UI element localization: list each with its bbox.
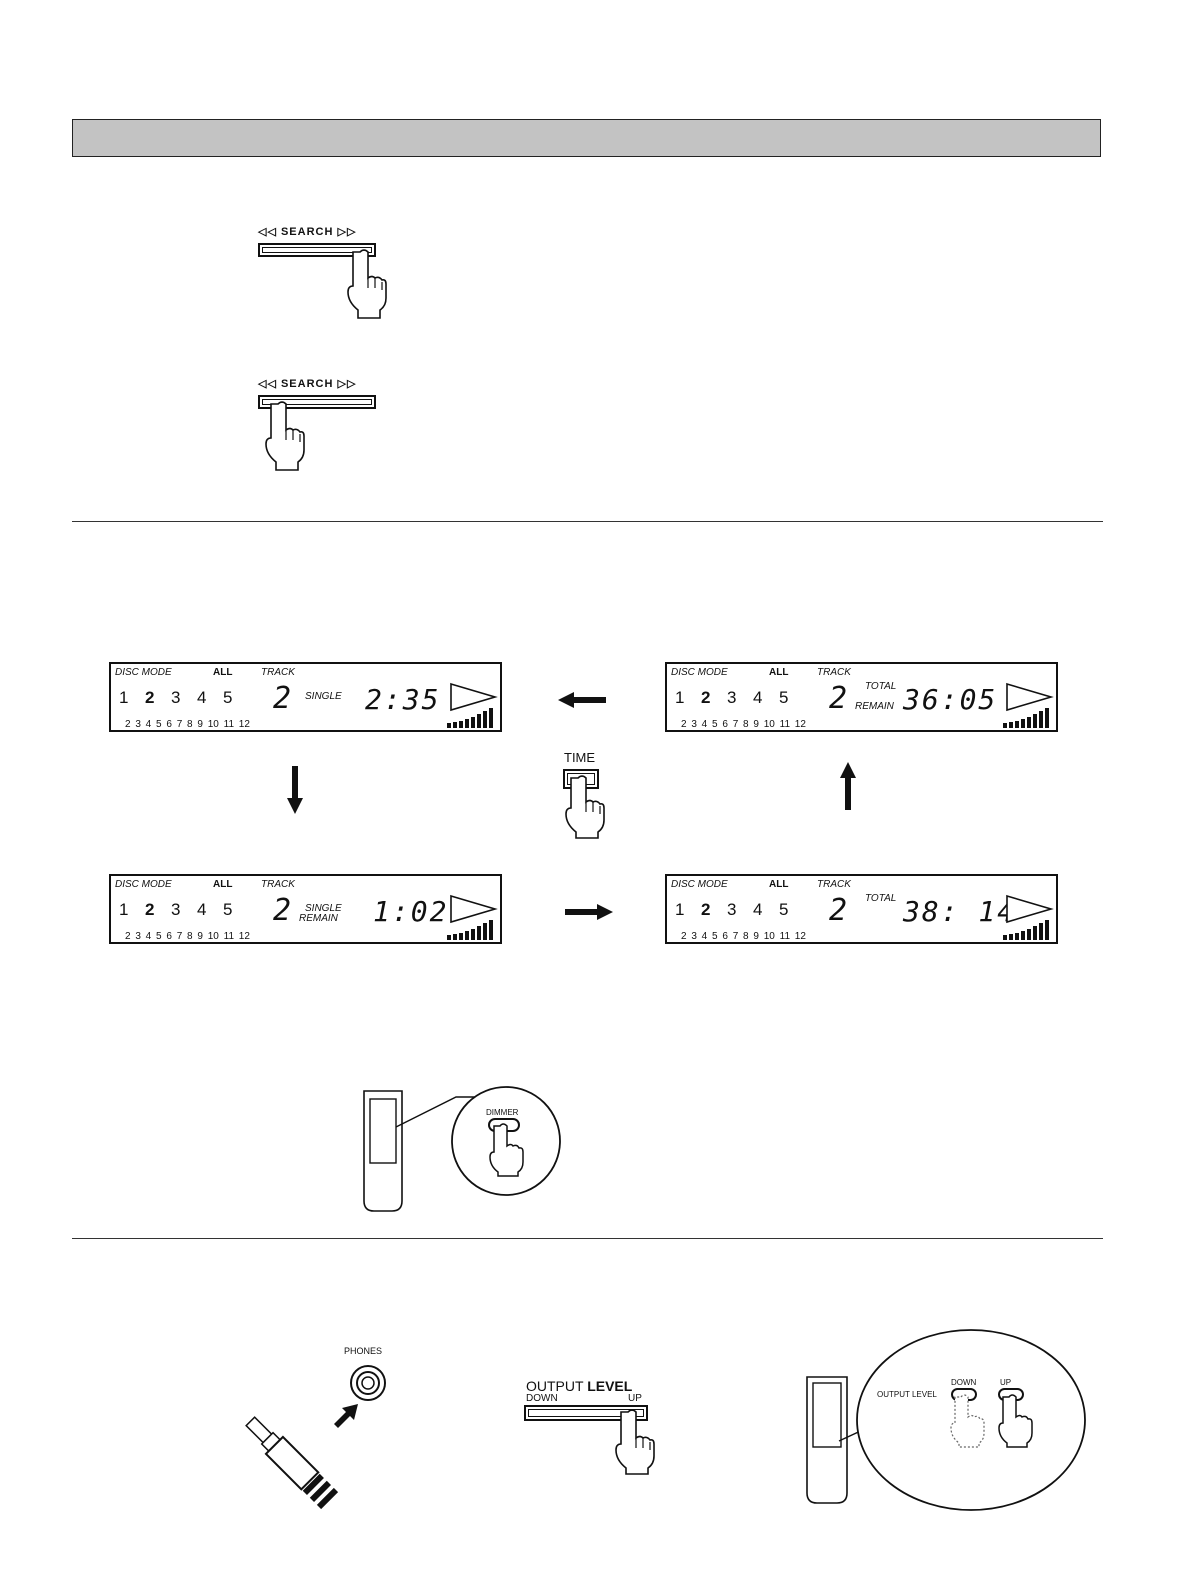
mode-label: SINGLE	[305, 903, 342, 914]
remote-control-icon	[363, 1090, 403, 1212]
level-meter-icon	[447, 920, 493, 940]
mode-label: TOTAL	[865, 681, 897, 692]
search-button[interactable]	[258, 243, 376, 257]
disc-mode-label: DISC MODE	[115, 667, 172, 678]
track-list: 2 3 4 5 6 7 8 9 10 11 12	[681, 931, 806, 942]
output-level-title: OUTPUT LEVEL	[526, 1378, 633, 1394]
pointing-hand-dashed-icon	[950, 1394, 985, 1448]
headphone-jack-icon	[350, 1365, 386, 1401]
time-readout: 38: 14	[903, 895, 1017, 928]
mode-label: SINGLE	[305, 691, 342, 702]
down-label: DOWN	[526, 1393, 558, 1404]
remote-down-label: DOWN	[951, 1378, 977, 1387]
arrow-insert-icon	[334, 1404, 358, 1428]
track-label: TRACK	[261, 879, 295, 890]
level-meter-icon	[1003, 708, 1049, 728]
time-readout: 2:35	[365, 683, 441, 716]
level-meter-icon	[447, 708, 493, 728]
disc-mode-label: DISC MODE	[115, 879, 172, 890]
time-readout: 36:05	[903, 683, 998, 716]
pointing-hand-icon	[489, 1123, 524, 1177]
disc-mode-label: DISC MODE	[671, 879, 728, 890]
up-label: UP	[628, 1393, 642, 1404]
play-triangle-icon	[1006, 682, 1054, 712]
track-number: 2	[273, 681, 292, 716]
search-button[interactable]	[258, 395, 376, 409]
all-label: ALL	[769, 667, 789, 678]
all-label: ALL	[213, 667, 233, 678]
remote-output-level-label: OUTPUT LEVEL	[877, 1390, 937, 1399]
track-number: 2	[829, 893, 848, 928]
arrow-up-icon	[840, 762, 856, 810]
search-label: ◁◁ SEARCH ▷▷	[258, 378, 357, 390]
level-meter-icon	[1003, 920, 1049, 940]
pointing-hand-icon	[347, 249, 387, 319]
play-triangle-icon	[450, 894, 498, 924]
arrow-left-icon	[558, 692, 606, 708]
remote-dimmer-illustration: DIMMER	[360, 1085, 570, 1215]
phones-label: PHONES	[344, 1346, 383, 1356]
arrow-down-icon	[287, 766, 303, 814]
headphone-plug-icon	[245, 1416, 339, 1510]
remote-control-icon	[806, 1376, 848, 1504]
mode-label: TOTAL	[865, 893, 897, 904]
disc-mode-label: DISC MODE	[671, 667, 728, 678]
play-triangle-icon	[450, 682, 498, 712]
time-readout: 1:02	[373, 895, 449, 928]
pointing-hand-icon	[265, 401, 305, 471]
track-list: 2 3 4 5 6 7 8 9 10 11 12	[681, 719, 806, 730]
track-number: 2	[829, 681, 848, 716]
pointing-hand-icon	[615, 1409, 655, 1475]
remote-up-label: UP	[1000, 1378, 1012, 1387]
track-label: TRACK	[817, 667, 851, 678]
all-label: ALL	[769, 879, 789, 890]
mode-label-2: REMAIN	[855, 701, 894, 712]
pointing-hand-icon	[998, 1394, 1033, 1448]
output-level-panel: OUTPUT LEVEL DOWN UP	[522, 1378, 662, 1478]
mode-label-2: REMAIN	[299, 913, 338, 924]
all-label: ALL	[213, 879, 233, 890]
track-list: 2 3 4 5 6 7 8 9 10 11 12	[125, 719, 250, 730]
search-label: ◁◁ SEARCH ▷▷	[258, 226, 357, 238]
track-label: TRACK	[817, 879, 851, 890]
output-level-button[interactable]	[524, 1405, 648, 1421]
pointing-hand-icon	[565, 775, 605, 839]
track-list: 2 3 4 5 6 7 8 9 10 11 12	[125, 931, 250, 942]
search-panel-backward: ◁◁ SEARCH ▷▷	[256, 378, 380, 471]
arrow-right-icon	[565, 904, 613, 920]
section-header-bar	[72, 119, 1101, 157]
track-label: TRACK	[261, 667, 295, 678]
track-number: 2	[273, 893, 292, 928]
section-divider	[72, 1238, 1103, 1239]
section-divider	[72, 521, 1103, 522]
remote-output-level-illustration: OUTPUT LEVEL DOWN UP	[805, 1325, 1095, 1515]
time-button-label: TIME	[564, 750, 596, 765]
play-triangle-icon	[1006, 894, 1054, 924]
dimmer-label: DIMMER	[486, 1108, 519, 1117]
time-button-group: TIME	[560, 750, 610, 842]
search-panel-forward: ◁◁ SEARCH ▷▷	[256, 226, 387, 319]
phones-illustration: PHONES	[240, 1345, 400, 1515]
